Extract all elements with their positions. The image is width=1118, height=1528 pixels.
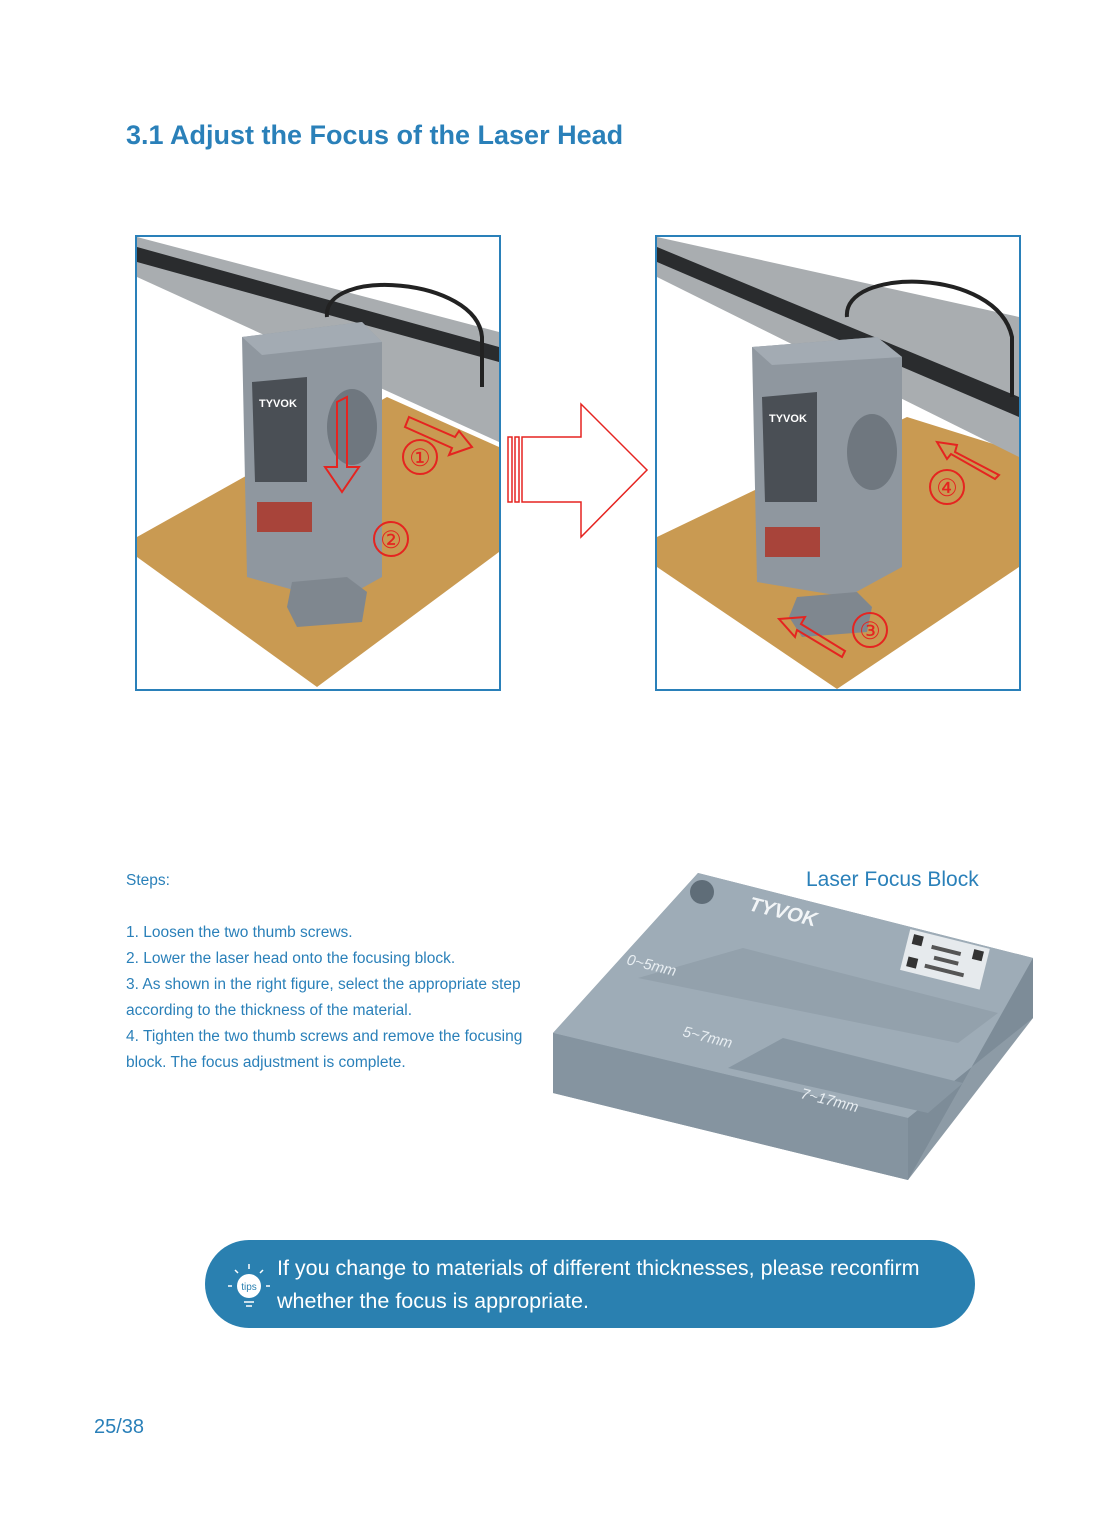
next-arrow-icon <box>507 402 649 539</box>
brand-label: TYVOK <box>259 398 297 410</box>
page-number: 25/38 <box>94 1416 145 1438</box>
steps-header: Steps: <box>126 872 170 889</box>
qr-code-icon <box>900 929 990 990</box>
lightbulb-tips-icon: tips <box>228 1264 270 1307</box>
tips-text: If you change to materials of different … <box>277 1256 920 1313</box>
figure-select-step: TYVOK ④ ③ <box>655 235 1021 691</box>
marker-4: ④ <box>936 475 958 502</box>
marker-3: ③ <box>859 618 881 645</box>
step-item: 4. Tighten the two thumb screws and remo… <box>126 1028 523 1071</box>
tips-icon-label: tips <box>241 1282 257 1293</box>
tips-banner: tips If you change to materials of diffe… <box>205 1240 975 1328</box>
figure-lower-laser-head: TYVOK ① ② <box>135 235 501 691</box>
brand-label: TYVOK <box>769 413 807 425</box>
steps-section: Steps: 1. Loosen the two thumb screws. 2… <box>126 868 526 1076</box>
focus-block-illustration: 0~5mm 5~7mm 7~17mm TYVOK <box>553 873 1033 1180</box>
focus-block-label: Laser Focus Block <box>806 868 979 891</box>
step-item: 1. Loosen the two thumb screws. <box>126 924 353 941</box>
step-item: 2. Lower the laser head onto the focusin… <box>126 950 456 967</box>
page-title: 3.1 Adjust the Focus of the Laser Head <box>126 120 624 150</box>
marker-1: ① <box>409 445 431 472</box>
marker-2: ② <box>380 527 402 554</box>
step-item: 3. As shown in the right figure, select … <box>126 976 521 1019</box>
